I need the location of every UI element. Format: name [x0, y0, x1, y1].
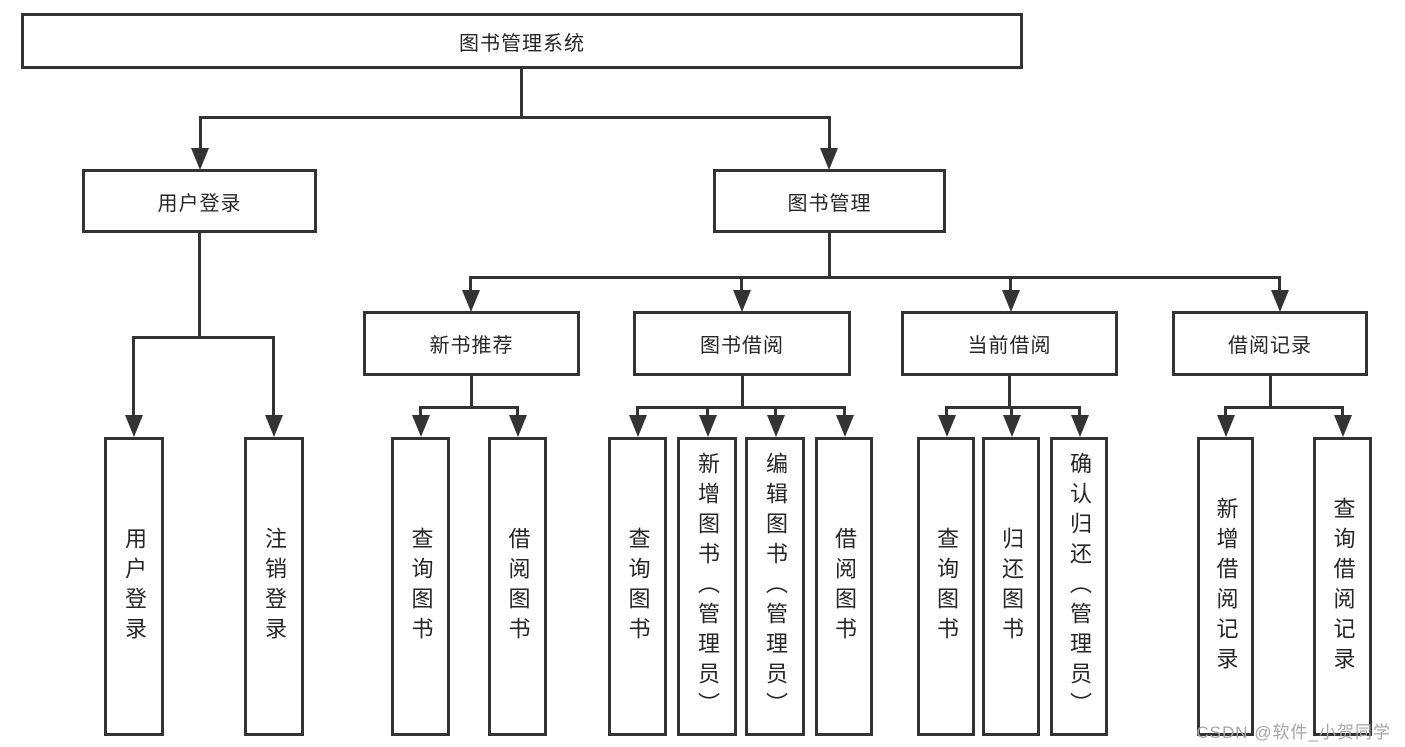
arrowhead-icon	[1217, 415, 1235, 437]
leaf-query-books-recommend: 查询图书	[391, 437, 450, 736]
connector-line	[469, 276, 1281, 279]
connector-line	[1078, 406, 1081, 418]
connector-line	[1010, 406, 1013, 418]
arrowhead-icon	[509, 415, 527, 437]
connector-line	[636, 406, 639, 418]
connector-line	[706, 406, 709, 418]
node-book-borrowing: 图书借阅	[633, 311, 851, 376]
node-book-management: 图书管理	[713, 169, 946, 233]
node-library-management-system: 图书管理系统	[21, 13, 1023, 69]
leaf-borrow-books-recommend: 借阅图书	[488, 437, 547, 736]
connector-line	[1009, 276, 1012, 292]
leaf-edit-book-admin: 编辑图书（管理员）	[745, 437, 805, 736]
connector-line	[419, 406, 519, 409]
leaf-logout: 注销登录	[244, 437, 304, 736]
arrowhead-icon	[1071, 415, 1089, 437]
arrowhead-icon	[733, 290, 751, 312]
arrowhead-icon	[767, 415, 785, 437]
leaf-query-books-current: 查询图书	[917, 437, 975, 736]
connector-line	[740, 276, 743, 292]
connector-line	[1224, 406, 1227, 418]
connector-line	[520, 68, 523, 118]
leaf-add-book-admin: 新增图书（管理员）	[677, 437, 737, 736]
leaf-return-books: 归还图书	[982, 437, 1040, 736]
connector-line	[828, 233, 831, 278]
arrowhead-icon	[412, 415, 430, 437]
arrowhead-icon	[938, 415, 956, 437]
leaf-user-login: 用户登录	[104, 437, 164, 736]
arrowhead-icon	[125, 415, 143, 437]
node-user-login: 用户登录	[82, 169, 317, 233]
connector-line	[419, 406, 422, 418]
connector-line	[198, 232, 201, 338]
connector-line	[132, 336, 135, 416]
connector-line	[774, 406, 777, 418]
connector-line	[636, 406, 846, 409]
node-borrowing-records: 借阅记录	[1172, 311, 1368, 376]
node-new-book-recommendation: 新书推荐	[363, 311, 580, 376]
arrowhead-icon	[462, 290, 480, 312]
connector-line	[470, 375, 473, 408]
connector-line	[741, 375, 744, 408]
arrowhead-icon	[1334, 415, 1352, 437]
arrowhead-icon	[191, 148, 209, 170]
connector-line	[945, 406, 1081, 409]
leaf-borrow-books: 借阅图书	[815, 437, 873, 736]
arrowhead-icon	[1003, 415, 1021, 437]
arrowhead-icon	[820, 148, 838, 170]
connector-line	[199, 116, 202, 150]
leaf-query-books-borrowing: 查询图书	[608, 437, 667, 736]
connector-line	[516, 406, 519, 418]
connector-line	[1341, 406, 1344, 418]
arrowhead-icon	[629, 415, 647, 437]
connector-line	[272, 336, 275, 416]
arrowhead-icon	[1002, 290, 1020, 312]
node-current-borrowing: 当前借阅	[901, 311, 1118, 376]
arrowhead-icon	[265, 415, 283, 437]
connector-line	[132, 336, 275, 339]
arrowhead-icon	[836, 415, 854, 437]
arrowhead-icon	[699, 415, 717, 437]
csdn-watermark: CSDN @软件_小贺同学	[1196, 723, 1391, 742]
connector-line	[1269, 375, 1272, 408]
connector-line	[1224, 406, 1344, 409]
connector-line	[843, 406, 846, 418]
connector-line	[1278, 276, 1281, 292]
connector-line	[945, 406, 948, 418]
leaf-confirm-return-admin: 确认归还（管理员）	[1050, 437, 1108, 736]
leaf-add-borrow-record: 新增借阅记录	[1197, 437, 1254, 736]
leaf-query-borrow-record: 查询借阅记录	[1313, 437, 1372, 736]
arrowhead-icon	[1271, 290, 1289, 312]
connector-line	[199, 116, 831, 119]
connector-line	[469, 276, 472, 292]
connector-line	[1008, 375, 1011, 408]
connector-line	[828, 116, 831, 150]
